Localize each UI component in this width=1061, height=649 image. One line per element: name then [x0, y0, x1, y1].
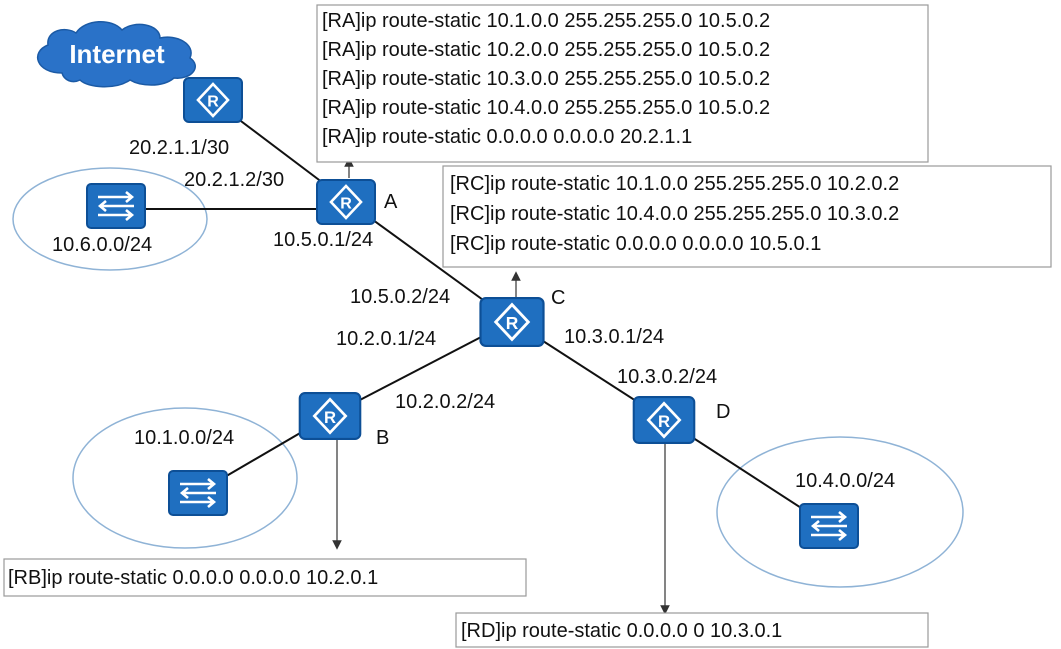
ra-config-line: [RA]ip route-static 10.3.0.0 255.255.255…	[322, 68, 770, 90]
internet-cloud-icon	[37, 21, 196, 88]
rb-config-line: [RB]ip route-static 0.0.0.0 0.0.0.0 10.2…	[8, 567, 378, 589]
router-d-icon[interactable]	[632, 396, 696, 444]
rc-config-line: [RC]ip route-static 10.4.0.0 255.255.255…	[450, 203, 899, 225]
ra-config-line: [RA]ip route-static 10.2.0.0 255.255.255…	[322, 39, 770, 61]
network-lan-d: 10.4.0.0/24	[795, 470, 895, 492]
rb-config-box	[3, 558, 527, 597]
rd-config-box	[455, 612, 929, 648]
router-b-name: B	[376, 427, 389, 449]
lan-b-ellipse	[72, 407, 298, 549]
interface-rb-to-c: 10.2.0.2/24	[395, 391, 495, 413]
lan-b-switch-icon[interactable]	[167, 470, 229, 516]
network-lan-a: 10.6.0.0/24	[52, 234, 152, 256]
network-lan-b: 10.1.0.0/24	[134, 427, 234, 449]
lan-d-ellipse	[716, 436, 964, 588]
rc-config-box	[442, 165, 1052, 268]
interface-rc-to-a: 10.5.0.2/24	[350, 286, 450, 308]
interface-rc-to-d: 10.3.0.1/24	[564, 326, 664, 348]
router-d-name: D	[716, 401, 730, 423]
router-a-name: A	[384, 191, 398, 213]
lan-d-switch-icon[interactable]	[798, 503, 860, 549]
isp-router-icon	[183, 77, 243, 123]
ra-config-line: [RA]ip route-static 0.0.0.0 0.0.0.0 20.2…	[322, 126, 692, 148]
rc-config-line: [RC]ip route-static 10.1.0.0 255.255.255…	[450, 173, 899, 195]
lan-a-ellipse	[12, 167, 208, 271]
interface-isp-side: 20.2.1.1/30	[129, 137, 229, 159]
router-c-icon[interactable]	[479, 297, 545, 347]
interface-rd-to-c: 10.3.0.2/24	[617, 366, 717, 388]
rd-config-line: [RD]ip route-static 0.0.0.0 0 10.3.0.1	[461, 620, 782, 642]
router-b-icon[interactable]	[298, 392, 362, 440]
ra-config-box	[316, 4, 929, 163]
router-c-name: C	[551, 287, 565, 309]
interface-ra-wan: 20.2.1.2/30	[184, 169, 284, 191]
ra-config-line: [RA]ip route-static 10.1.0.0 255.255.255…	[322, 10, 770, 32]
interface-rc-to-b: 10.2.0.1/24	[336, 328, 436, 350]
lan-a-switch-icon[interactable]	[85, 183, 147, 229]
interface-ra-to-c: 10.5.0.1/24	[273, 229, 373, 251]
router-a-icon[interactable]	[315, 179, 377, 225]
rc-config-line: [RC]ip route-static 0.0.0.0 0.0.0.0 10.5…	[450, 233, 821, 255]
internet-label: Internet	[69, 39, 165, 69]
ra-config-line: [RA]ip route-static 10.4.0.0 255.255.255…	[322, 97, 770, 119]
